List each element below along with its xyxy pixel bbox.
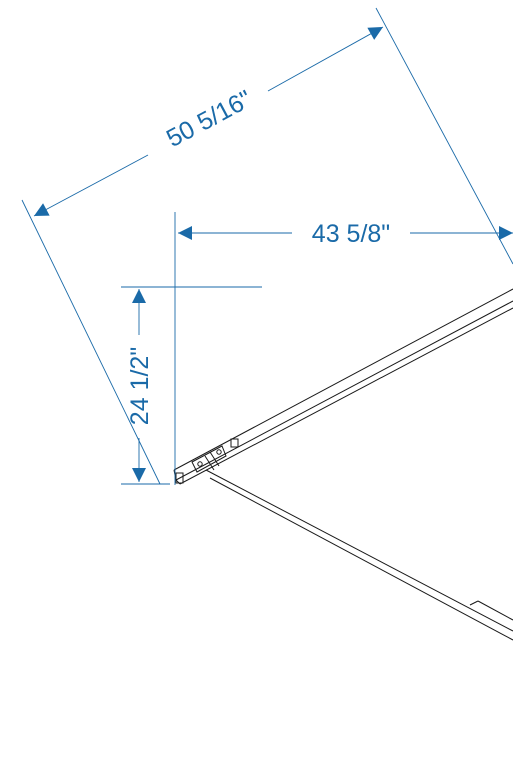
diagonal-dim-line-b (267, 26, 384, 92)
hinge-plate (191, 445, 227, 473)
height-dimension-label: 24 1/2" (126, 347, 154, 425)
extension-line-diagonal-left (21, 199, 161, 485)
square-detail (230, 438, 239, 448)
upper-rail (173, 288, 513, 485)
extension-line-diagonal-right (375, 7, 513, 265)
hinge-hole-1 (197, 461, 203, 467)
hinge-hole-2 (216, 449, 222, 455)
width-dimension-label: 43 5/8" (312, 220, 390, 248)
lower-rail (205, 469, 513, 641)
diagonal-dimension-label: 50 5/16" (162, 85, 257, 153)
rail-assembly (173, 288, 513, 641)
dimension-lines (21, 7, 513, 485)
diagonal-dim-line-a (33, 154, 149, 217)
end-block (175, 472, 184, 484)
